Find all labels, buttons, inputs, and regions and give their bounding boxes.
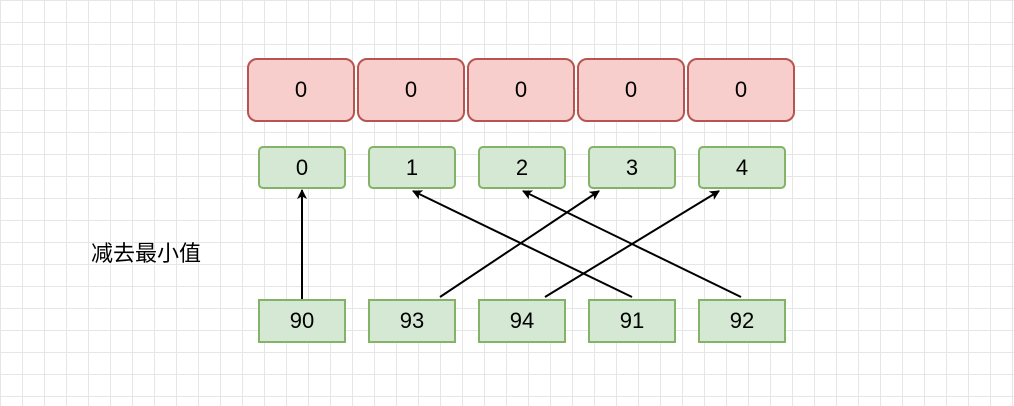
index-cell: 1: [368, 146, 456, 189]
index-cell: 3: [588, 146, 676, 189]
count-cell: 0: [687, 58, 795, 122]
value-cell: 94: [478, 299, 566, 343]
index-cell: 4: [698, 146, 786, 189]
count-cell: 0: [357, 58, 465, 122]
subtract-min-label: 减去最小值: [91, 242, 202, 267]
value-cell: 90: [258, 299, 346, 343]
index-cell: 0: [258, 146, 346, 189]
count-cell: 0: [247, 58, 355, 122]
count-cell: 0: [577, 58, 685, 122]
count-cell: 0: [467, 58, 575, 122]
arrow-92-to-2: [522, 190, 742, 298]
arrow-91-to-1: [412, 190, 633, 298]
value-cell: 92: [698, 299, 786, 343]
arrow-93-to-3: [439, 190, 600, 298]
value-cell: 93: [368, 299, 456, 343]
value-cell: 91: [588, 299, 676, 343]
index-cell: 2: [478, 146, 566, 189]
